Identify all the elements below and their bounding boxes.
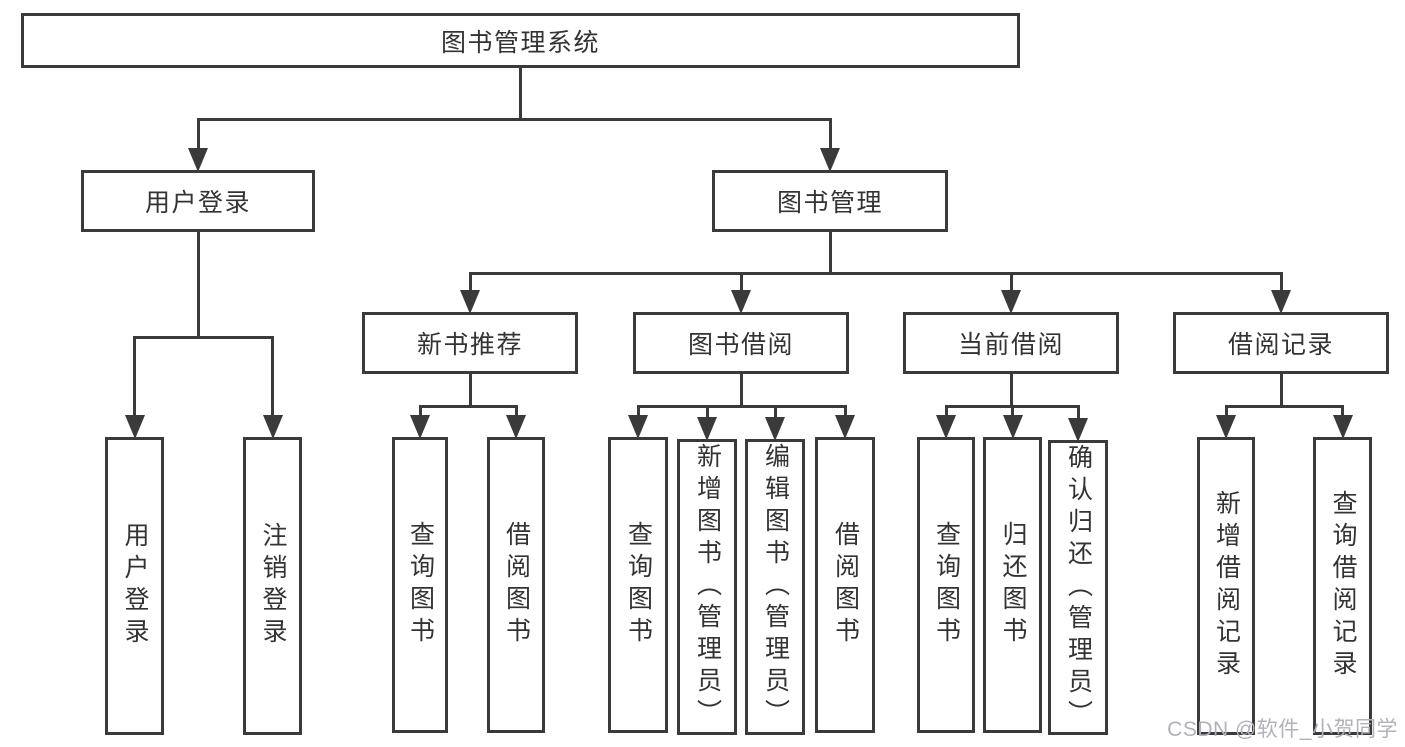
node-nb-borrow: 借阅图书 xyxy=(487,437,545,733)
connector-line xyxy=(1279,372,1283,408)
arrowhead-down-icon xyxy=(1001,290,1021,314)
arrowhead-down-icon xyxy=(1002,415,1023,439)
connector-line xyxy=(636,405,847,408)
arrowhead-down-icon xyxy=(460,290,480,314)
node-label: 归还图书 xyxy=(999,521,1027,649)
node-label: 确认归还（管理员） xyxy=(1064,443,1093,732)
node-ul-login: 用户登录 xyxy=(105,437,164,735)
arrowhead-down-icon xyxy=(731,290,751,314)
arrowhead-down-icon xyxy=(124,415,145,439)
connector-line xyxy=(468,272,472,306)
arrowhead-down-icon xyxy=(820,148,840,172)
node-label: 当前借阅 xyxy=(957,331,1064,359)
node-cb-return: 归还图书 xyxy=(983,437,1042,733)
node-label: 图书管理系统 xyxy=(440,28,600,57)
node-user-login: 用户登录 xyxy=(81,170,315,232)
node-root: 图书管理系统 xyxy=(21,13,1020,68)
connector-line xyxy=(1009,372,1013,408)
arrowhead-down-icon xyxy=(628,415,648,439)
node-label: 图书借阅 xyxy=(687,331,794,359)
watermark-text: CSDN @软件_小贺同学 xyxy=(1167,718,1398,741)
arrowhead-down-icon xyxy=(1216,415,1236,439)
arrowhead-down-icon xyxy=(765,417,785,441)
node-book-borrow: 图书借阅 xyxy=(633,312,849,374)
node-ul-logout: 注销登录 xyxy=(243,437,302,735)
connector-line xyxy=(468,372,472,408)
node-label: 查询借阅记录 xyxy=(1329,490,1357,682)
node-label: 借阅图书 xyxy=(502,521,531,649)
arrowhead-down-icon xyxy=(262,415,283,439)
node-label: 查询图书 xyxy=(624,521,653,649)
connector-line xyxy=(196,118,832,121)
arrowhead-down-icon xyxy=(1332,415,1353,439)
connector-line xyxy=(739,272,743,306)
arrowhead-down-icon xyxy=(506,415,526,439)
node-new-book: 新书推荐 xyxy=(362,312,578,374)
node-bb-borrow: 借阅图书 xyxy=(815,437,875,733)
node-label: 借阅图书 xyxy=(831,521,860,649)
node-label: 新增借阅记录 xyxy=(1212,490,1241,682)
node-label: 新增图书（管理员） xyxy=(693,443,722,731)
connector-line xyxy=(133,336,274,339)
arrowhead-down-icon xyxy=(1271,290,1291,314)
node-label: 查询图书 xyxy=(932,521,961,649)
arrowhead-down-icon xyxy=(1068,418,1088,442)
node-bb-query: 查询图书 xyxy=(608,437,668,733)
connector-line xyxy=(271,336,274,431)
node-br-query: 查询借阅记录 xyxy=(1313,437,1372,735)
node-br-add: 新增借阅记录 xyxy=(1197,437,1255,735)
connector-line xyxy=(1279,272,1283,306)
node-nb-query: 查询图书 xyxy=(392,437,448,733)
connector-line xyxy=(468,272,1283,275)
connector-line xyxy=(1009,272,1013,306)
arrowhead-down-icon xyxy=(835,415,855,439)
node-label: 借阅记录 xyxy=(1227,331,1334,359)
connector-line xyxy=(519,66,522,121)
arrowhead-down-icon xyxy=(936,415,956,439)
arrowhead-down-icon xyxy=(188,148,208,172)
node-bb-edit: 编辑图书（管理员） xyxy=(745,439,805,735)
connector-line xyxy=(739,372,743,408)
node-cb-confirm: 确认归还（管理员） xyxy=(1048,440,1108,735)
node-cb-query: 查询图书 xyxy=(917,437,975,733)
node-current-borrow: 当前借阅 xyxy=(903,312,1119,374)
node-label: 用户登录 xyxy=(144,189,251,217)
connector-line xyxy=(828,118,832,164)
connector-line xyxy=(1224,405,1344,408)
node-label: 用户登录 xyxy=(121,522,149,650)
node-borrow-record: 借阅记录 xyxy=(1173,312,1389,374)
node-label: 编辑图书（管理员） xyxy=(761,443,790,731)
connector-line xyxy=(418,405,518,408)
node-book-mgmt: 图书管理 xyxy=(712,170,948,232)
connector-line xyxy=(828,230,832,275)
connector-line xyxy=(133,336,136,431)
node-bb-add: 新增图书（管理员） xyxy=(677,439,737,735)
node-label: 新书推荐 xyxy=(416,331,523,359)
arrowhead-down-icon xyxy=(410,415,430,439)
arrowhead-down-icon xyxy=(697,417,717,441)
connector-line xyxy=(196,230,200,339)
node-label: 图书管理 xyxy=(776,189,883,217)
node-label: 查询图书 xyxy=(406,521,435,649)
connector-line xyxy=(196,118,200,164)
node-label: 注销登录 xyxy=(259,522,287,650)
